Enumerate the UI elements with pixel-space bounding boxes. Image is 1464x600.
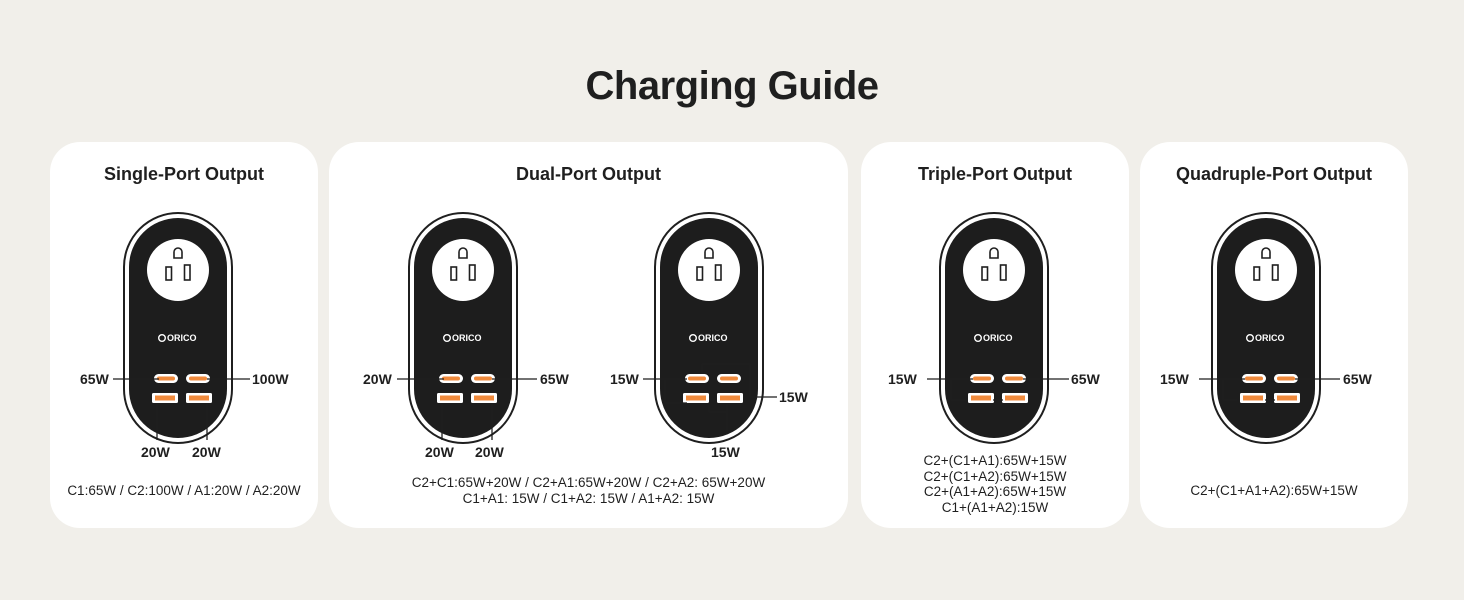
charger-device: ORICO xyxy=(123,212,233,444)
outlet-ground xyxy=(704,247,714,259)
label-combo: 15W xyxy=(1160,371,1189,387)
label-combo-left: 15W xyxy=(610,371,639,387)
ac-outlet xyxy=(147,239,209,301)
ac-outlet xyxy=(678,239,740,301)
charger-device: ORICO xyxy=(1211,212,1321,444)
label-c2: 100W xyxy=(252,371,289,387)
brand-logo: ORICO xyxy=(1255,333,1285,343)
outlet-slot xyxy=(450,266,458,281)
label-a2: 20W xyxy=(192,444,221,460)
card-title: Dual-Port Output xyxy=(516,164,661,184)
card-title: Triple-Port Output xyxy=(918,164,1072,184)
brand-logo: ORICO xyxy=(698,333,728,343)
label-a1: 20W xyxy=(141,444,170,460)
outlet-ground xyxy=(458,247,468,259)
brand-logo: ORICO xyxy=(167,333,197,343)
ac-outlet xyxy=(1235,239,1297,301)
card-description: C2+(C1+A1+A2):65W+15W xyxy=(1190,483,1358,498)
card-description: C1:65W / C2:100W / A1:20W / A2:20W xyxy=(67,483,301,498)
outlet-ground xyxy=(1261,247,1271,259)
outlet-slot xyxy=(165,266,173,281)
card-title: Quadruple-Port Output xyxy=(1176,164,1372,184)
charger-device: ORICO xyxy=(408,212,518,444)
outlet-slot xyxy=(714,264,722,281)
card-triple-port: Triple-Port Output ORICO 15W 65W C2+(C1+… xyxy=(861,142,1129,528)
card-title: Single-Port Output xyxy=(104,164,264,184)
label-c1: 65W xyxy=(80,371,109,387)
card-description: C2+(C1+A1):65W+15W C2+(C1+A2):65W+15W C2… xyxy=(923,453,1067,515)
label-combo: 15W xyxy=(888,371,917,387)
label-c2: 65W xyxy=(1343,371,1372,387)
label-a2: 20W xyxy=(475,444,504,460)
brand-logo-icon xyxy=(689,333,698,342)
outlet-ground xyxy=(173,247,183,259)
label-c2: 65W xyxy=(1071,371,1100,387)
outlet-slot xyxy=(1271,264,1279,281)
brand-logo-icon xyxy=(1246,333,1255,342)
label-combo-right: 15W xyxy=(779,389,808,405)
card-dual-port: Dual-Port Output ORICO ORICO 20W xyxy=(329,142,848,528)
outlet-slot xyxy=(183,264,191,281)
card-description: C2+C1:65W+20W / C2+A1:65W+20W / C2+A2: 6… xyxy=(411,475,766,506)
card-quadruple-port: Quadruple-Port Output ORICO 15W 65W C2+(… xyxy=(1140,142,1408,528)
ac-outlet xyxy=(432,239,494,301)
brand-logo-icon xyxy=(443,333,452,342)
outlet-ground xyxy=(989,247,999,259)
label-a1: 20W xyxy=(425,444,454,460)
label-c2: 65W xyxy=(540,371,569,387)
label-c1: 20W xyxy=(363,371,392,387)
brand-logo-icon xyxy=(158,333,167,342)
page-title: Charging Guide xyxy=(585,64,880,108)
card-single-port: Single-Port Output ORICO 65W 100W 20W 20… xyxy=(50,142,318,528)
charger-device: ORICO xyxy=(654,212,764,444)
outlet-slot xyxy=(981,266,989,281)
outlet-slot xyxy=(696,266,704,281)
ac-outlet xyxy=(963,239,1025,301)
label-combo-bottom: 15W xyxy=(711,444,740,460)
charger-device: ORICO xyxy=(939,212,1049,444)
outlet-slot xyxy=(468,264,476,281)
brand-logo: ORICO xyxy=(452,333,482,343)
outlet-slot xyxy=(1253,266,1261,281)
outlet-slot xyxy=(999,264,1007,281)
brand-logo-icon xyxy=(974,333,983,342)
port-leader-lines xyxy=(397,363,777,440)
brand-logo: ORICO xyxy=(983,333,1013,343)
